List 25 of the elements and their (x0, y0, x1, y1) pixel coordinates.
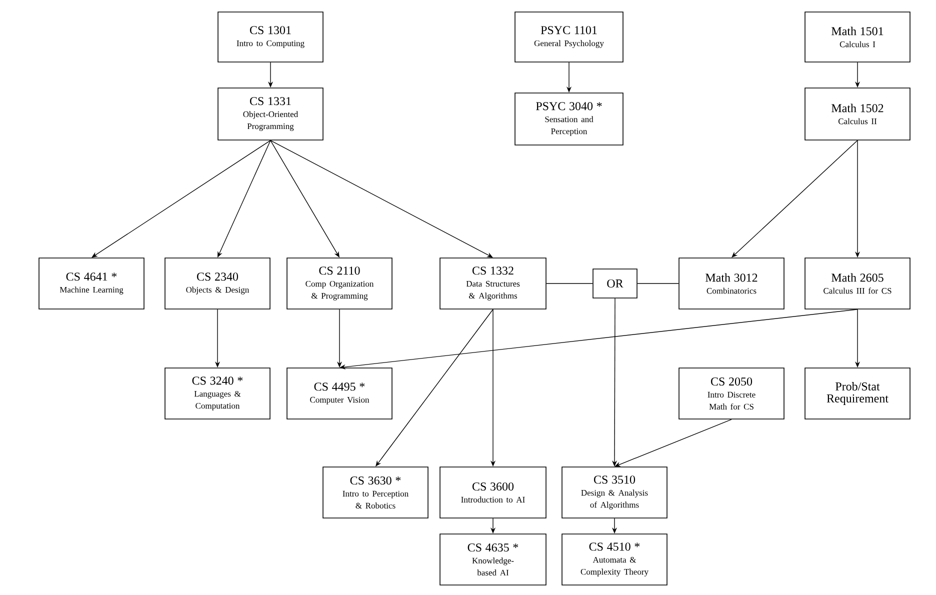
course-box: CS 1301 Intro to Computing (218, 12, 324, 62)
or-box: OR (592, 268, 638, 298)
course-box: CS 1331 Object-Oriented Programming (218, 88, 324, 140)
arrow (270, 140, 493, 258)
course-box: CS 1332 Data Structures & Algorithms (440, 258, 546, 310)
course-box: CS 2340 Objects & Design (164, 258, 270, 310)
course-box: CS 4495 * Computer Vision (286, 368, 392, 420)
course-box: CS 2050 Intro Discrete Math for CS (678, 368, 784, 420)
course-box: PSYC 1101 General Psychology (514, 12, 624, 62)
course-box: CS 4510 * Automata & Complexity Theory (562, 534, 668, 586)
course-box: CS 3510 Design & Analysis of Algorithms (562, 466, 668, 518)
course-box: Math 2605 Calculus III for CS (804, 258, 910, 310)
course-box: Math 3012 Combinatorics (678, 258, 784, 310)
course-box: CS 4635 * Knowledge-based AI (440, 534, 546, 586)
course-box: CS 2110 Comp Organization & Programming (286, 258, 392, 310)
course-box: PSYC 3040 * Sensation and Perception (514, 92, 624, 146)
course-box: Math 1501 Calculus I (804, 12, 910, 62)
course-box: CS 3240 * Languages & Computation (164, 368, 270, 420)
connector-line (546, 283, 593, 284)
connector-line (637, 283, 679, 284)
course-box: Prob/Stat Requirement (804, 368, 910, 420)
course-box: CS 3630 * Intro to Perception & Robotics (322, 466, 428, 518)
course-box: Math 1502 Calculus II (804, 88, 910, 140)
course-box: CS 3600 Introduction to AI (440, 466, 546, 518)
course-box: CS 4641 * Machine Learning (38, 258, 144, 310)
